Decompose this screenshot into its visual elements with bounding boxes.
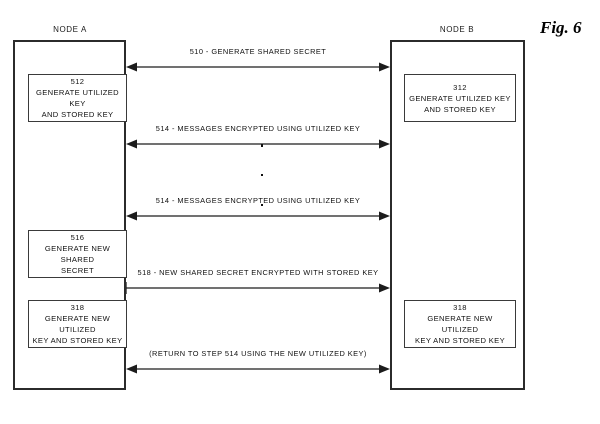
message-label: (RETURN TO STEP 514 USING THE NEW UTILIZ… — [149, 349, 367, 358]
ellipsis-dot — [260, 203, 264, 206]
node-a-label: NODE A — [53, 25, 87, 34]
step-number: 512 — [70, 77, 85, 86]
message-arrow-514-first: 514 - MESSAGES ENCRYPTED USING UTILIZED … — [126, 124, 390, 150]
figure-caption: Fig. 6 — [540, 18, 582, 37]
rightward-arrow-icon — [126, 282, 390, 294]
step-number: 312 — [453, 82, 467, 92]
step-number: 516 — [70, 233, 85, 242]
step-number: 318 — [70, 303, 85, 312]
bidirectional-arrow-icon — [126, 139, 390, 149]
message-label: 510 - GENERATE SHARED SECRET — [189, 47, 327, 56]
message-arrow-514-second: 514 - MESSAGES ENCRYPTED USING UTILIZED … — [126, 196, 390, 222]
bidirectional-arrow-icon — [126, 62, 390, 72]
message-label: 514 - MESSAGES ENCRYPTED USING UTILIZED … — [155, 196, 361, 205]
node-b-label: NODE B — [439, 25, 475, 34]
message-label: 514 - MESSAGES ENCRYPTED USING UTILIZED … — [155, 124, 361, 133]
message-arrow-518: 518 - NEW SHARED SECRET ENCRYPTED WITH S… — [126, 268, 390, 294]
message-arrow-510: 510 - GENERATE SHARED SECRET — [126, 47, 390, 73]
bidirectional-arrow-icon — [126, 211, 390, 221]
bidirectional-arrow-icon — [126, 364, 390, 374]
message-arrow-return-to-514: (RETURN TO STEP 514 USING THE NEW UTILIZ… — [126, 349, 390, 375]
step-number: 318 — [453, 303, 467, 312]
vertical-ellipsis-icon — [258, 144, 266, 206]
ellipsis-dot — [260, 144, 264, 147]
ellipsis-dot — [260, 173, 264, 177]
message-label: 518 - NEW SHARED SECRET ENCRYPTED WITH S… — [137, 268, 379, 277]
